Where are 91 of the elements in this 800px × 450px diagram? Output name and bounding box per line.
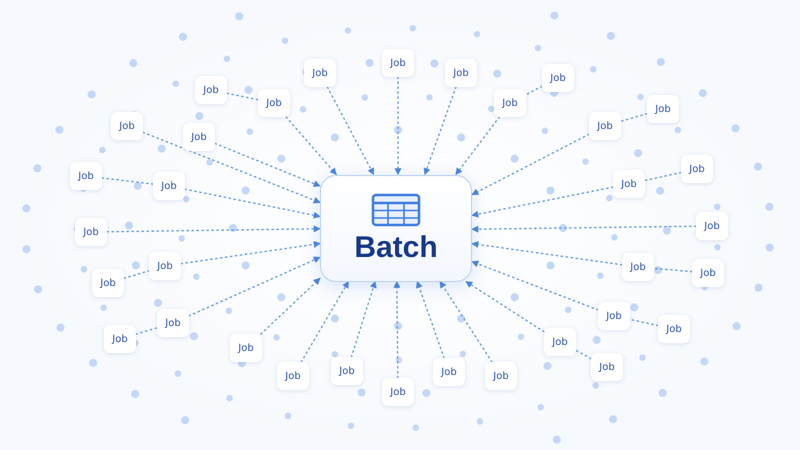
job-card	[230, 334, 262, 362]
dotted-arrow	[184, 188, 321, 219]
dotted-arrow	[455, 116, 500, 176]
job-card	[681, 155, 713, 183]
job-card	[658, 315, 690, 343]
job-label: Job	[550, 72, 566, 84]
job-label: Job	[621, 178, 637, 190]
job-label: Job	[552, 336, 568, 348]
job-label: Job	[599, 362, 615, 372]
job-label: Job	[285, 370, 301, 382]
job-label: Job	[666, 324, 682, 334]
job-label: Job	[203, 84, 219, 96]
dotted-arrow	[471, 260, 599, 311]
job-label: Job	[390, 58, 406, 68]
batch-label: Batch	[354, 233, 438, 263]
job-label: Job	[700, 268, 716, 278]
job-label: Job	[339, 366, 355, 376]
job-card	[258, 89, 290, 117]
job-card	[591, 353, 623, 381]
dotted-arrow	[471, 186, 614, 218]
job-card	[277, 362, 309, 390]
job-card	[75, 218, 107, 246]
dotted-arrow	[142, 132, 321, 204]
job-label: Job	[689, 164, 705, 174]
job-label: Job	[83, 226, 99, 238]
batch-card	[320, 174, 472, 282]
job-label: Job	[630, 262, 646, 272]
job-label: Job	[502, 98, 518, 108]
dotted-arrow	[416, 280, 445, 359]
dotted-arrow	[465, 280, 545, 332]
dotted-arrow	[350, 280, 377, 358]
job-label: Job	[100, 278, 116, 288]
dotted-arrow	[286, 116, 337, 176]
dotted-arrow	[471, 134, 590, 196]
job-card	[111, 112, 143, 140]
job-card	[149, 252, 181, 280]
job-card	[92, 269, 124, 297]
job-card	[433, 358, 465, 386]
job-card	[542, 64, 574, 92]
job-label: Job	[157, 260, 173, 272]
dotted-arrow	[326, 86, 374, 176]
job-label: Job	[493, 370, 509, 382]
dotted-arrow	[424, 86, 457, 176]
job-label: Job	[704, 220, 720, 232]
job-label: Job	[453, 68, 469, 78]
dotted-arrow	[439, 280, 493, 363]
job-card	[157, 309, 189, 337]
job-card	[494, 89, 526, 117]
job-card	[696, 212, 728, 240]
dotted-arrow	[214, 142, 321, 187]
job-card	[598, 302, 630, 330]
job-card	[104, 325, 136, 353]
job-card	[382, 49, 414, 77]
dotted-arrow	[471, 226, 697, 233]
job-label: Job	[78, 170, 94, 182]
job-label: Job	[266, 98, 282, 108]
job-card	[153, 172, 185, 200]
dotted-arrow	[471, 241, 623, 266]
job-card	[183, 123, 215, 151]
job-label: Job	[655, 104, 671, 114]
job-label: Job	[191, 132, 207, 142]
job-label: Job	[597, 120, 613, 132]
job-label: Job	[312, 68, 328, 78]
dotted-arrow	[106, 225, 321, 232]
job-label: Job	[119, 120, 135, 132]
job-card	[195, 76, 227, 104]
job-card	[589, 112, 621, 140]
job-label: Job	[390, 386, 406, 398]
job-card	[445, 59, 477, 87]
job-label: Job	[441, 366, 457, 378]
job-label: Job	[165, 318, 181, 328]
job-card	[382, 378, 414, 406]
job-card	[70, 162, 102, 190]
job-card	[304, 59, 336, 87]
job-card	[613, 170, 645, 198]
job-card	[331, 357, 363, 385]
job-card	[692, 259, 724, 287]
job-card	[622, 253, 654, 281]
dotted-arrow	[394, 76, 402, 176]
job-label: Job	[238, 342, 254, 354]
dotted-arrow	[300, 280, 350, 363]
job-label: Job	[112, 334, 128, 344]
dotted-arrow	[180, 240, 321, 264]
job-label: Job	[161, 180, 177, 192]
job-card	[485, 362, 517, 390]
dotted-arrow	[393, 280, 400, 379]
dotted-arrow	[188, 256, 321, 317]
dotted-arrow	[260, 278, 321, 335]
job-label: Job	[606, 310, 622, 322]
job-card	[544, 328, 576, 356]
job-card	[647, 95, 679, 123]
